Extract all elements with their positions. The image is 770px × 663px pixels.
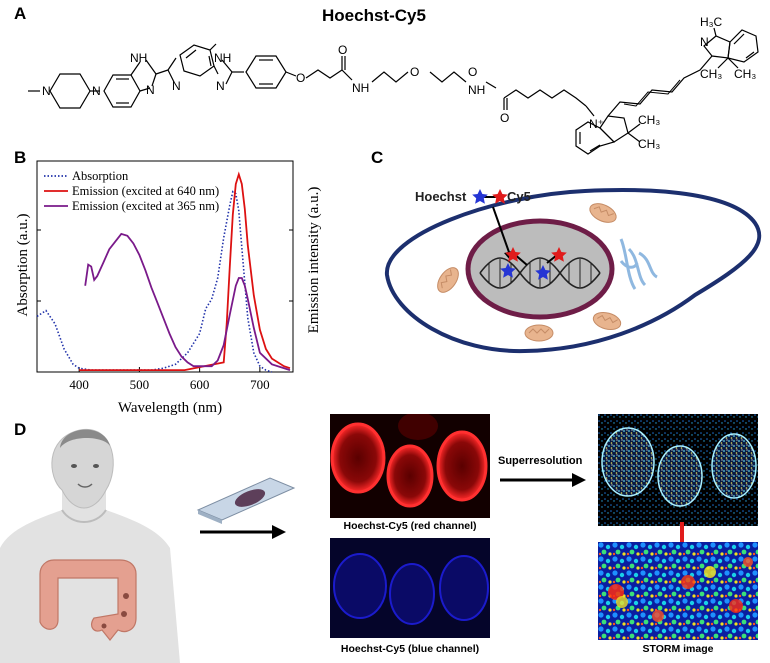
red-channel-image — [330, 414, 490, 518]
series-line-3 — [84, 232, 291, 371]
blue-star-icon — [472, 189, 488, 204]
atom-o-carbonyl-1: O — [338, 43, 347, 57]
series-line-2 — [79, 171, 291, 372]
mitochondria — [437, 203, 622, 342]
storm-caption: STORM image — [642, 643, 714, 655]
atom-n-3: N — [172, 79, 181, 93]
x-tick-label: 400 — [69, 377, 89, 392]
atom-o-ether: O — [296, 71, 305, 85]
structure-title: Hoechst-Cy5 — [322, 6, 426, 25]
y-axis-label-left: Absorption (a.u.) — [15, 214, 31, 317]
panel-label-a: A — [14, 4, 27, 23]
x-axis-ticks: 400 500 600 700 — [69, 367, 270, 392]
storm-overview-image — [598, 414, 758, 526]
atom-ch3-b: CH₃ — [638, 137, 660, 151]
series-lines — [36, 171, 291, 373]
atom-o-peg-2: O — [468, 65, 477, 79]
atom-nh-amide-2: NH — [468, 83, 485, 97]
y-axis-label-right: Emission intensity (a.u.) — [306, 187, 322, 334]
atom-nh-2: NH — [214, 51, 231, 65]
tissue-slide — [196, 477, 296, 524]
endoplasmic-reticulum — [619, 238, 658, 290]
x-axis-label: Wavelength (nm) — [118, 400, 222, 416]
chemical-structure: N N NH N N NH N O O NH O O NH O N⁺ CH₃ C… — [28, 15, 759, 155]
legend-label: Emission (excited at 640 nm) — [72, 184, 219, 198]
blue-channel-caption: Hoechst-Cy5 (blue channel) — [340, 643, 480, 655]
panel-label-d: D — [14, 420, 27, 439]
x-tick-label: 500 — [130, 377, 150, 392]
x-tick-label: 600 — [190, 377, 210, 392]
dna-helix — [479, 257, 601, 289]
cell-membrane — [384, 188, 762, 354]
atom-n-4: N — [216, 79, 225, 93]
human-torso-illustration — [0, 429, 180, 663]
red-star-icon — [492, 189, 508, 204]
plot-frame — [36, 160, 294, 373]
atom-n-piperazine: N — [92, 84, 101, 98]
atom-ch3-c: CH₃ — [700, 67, 722, 81]
tissue-sample — [234, 489, 266, 507]
atom-h3c-top: H₃C — [700, 15, 723, 29]
series-line-1 — [36, 190, 273, 373]
atom-o-peg-1: O — [410, 65, 419, 79]
label-hoechst: Hoechst — [415, 189, 467, 204]
panel-label-c: C — [371, 148, 384, 167]
x-tick-label: 700 — [250, 377, 270, 392]
red-channel-caption: Hoechst-Cy5 (red channel) — [343, 520, 477, 532]
bound-blue-star-2-icon — [535, 265, 551, 280]
storm-image — [598, 542, 758, 640]
panel-label-b: B — [14, 148, 27, 167]
atom-nh-1: NH — [130, 51, 147, 65]
superresolution-arrow — [500, 473, 586, 487]
bound-blue-star-icon — [500, 263, 516, 278]
colon — [39, 559, 137, 641]
legend-label: Absorption — [72, 169, 129, 183]
atom-n-top: N — [700, 35, 709, 49]
atom-nh-amide-1: NH — [352, 81, 369, 95]
label-cy5: Cy5 — [507, 189, 531, 204]
bound-red-star-icon — [505, 247, 521, 262]
atom-n-2: N — [146, 83, 155, 97]
atom-o-carbonyl-2: O — [500, 111, 509, 125]
bound-red-star-2-icon — [551, 247, 567, 262]
legend-label: Emission (excited at 365 nm) — [72, 199, 219, 213]
atom-n-methyl: N — [42, 84, 51, 98]
blue-channel-image — [330, 538, 490, 638]
atom-ch3-a: CH₃ — [638, 113, 660, 127]
cell-diagram: Hoechst Cy5 — [384, 188, 762, 354]
atom-ch3-d: CH₃ — [734, 67, 756, 81]
arrow-to-microscopy — [200, 525, 286, 539]
atom-n-plus: N⁺ — [589, 117, 604, 131]
superresolution-label: Superresolution — [498, 455, 583, 467]
